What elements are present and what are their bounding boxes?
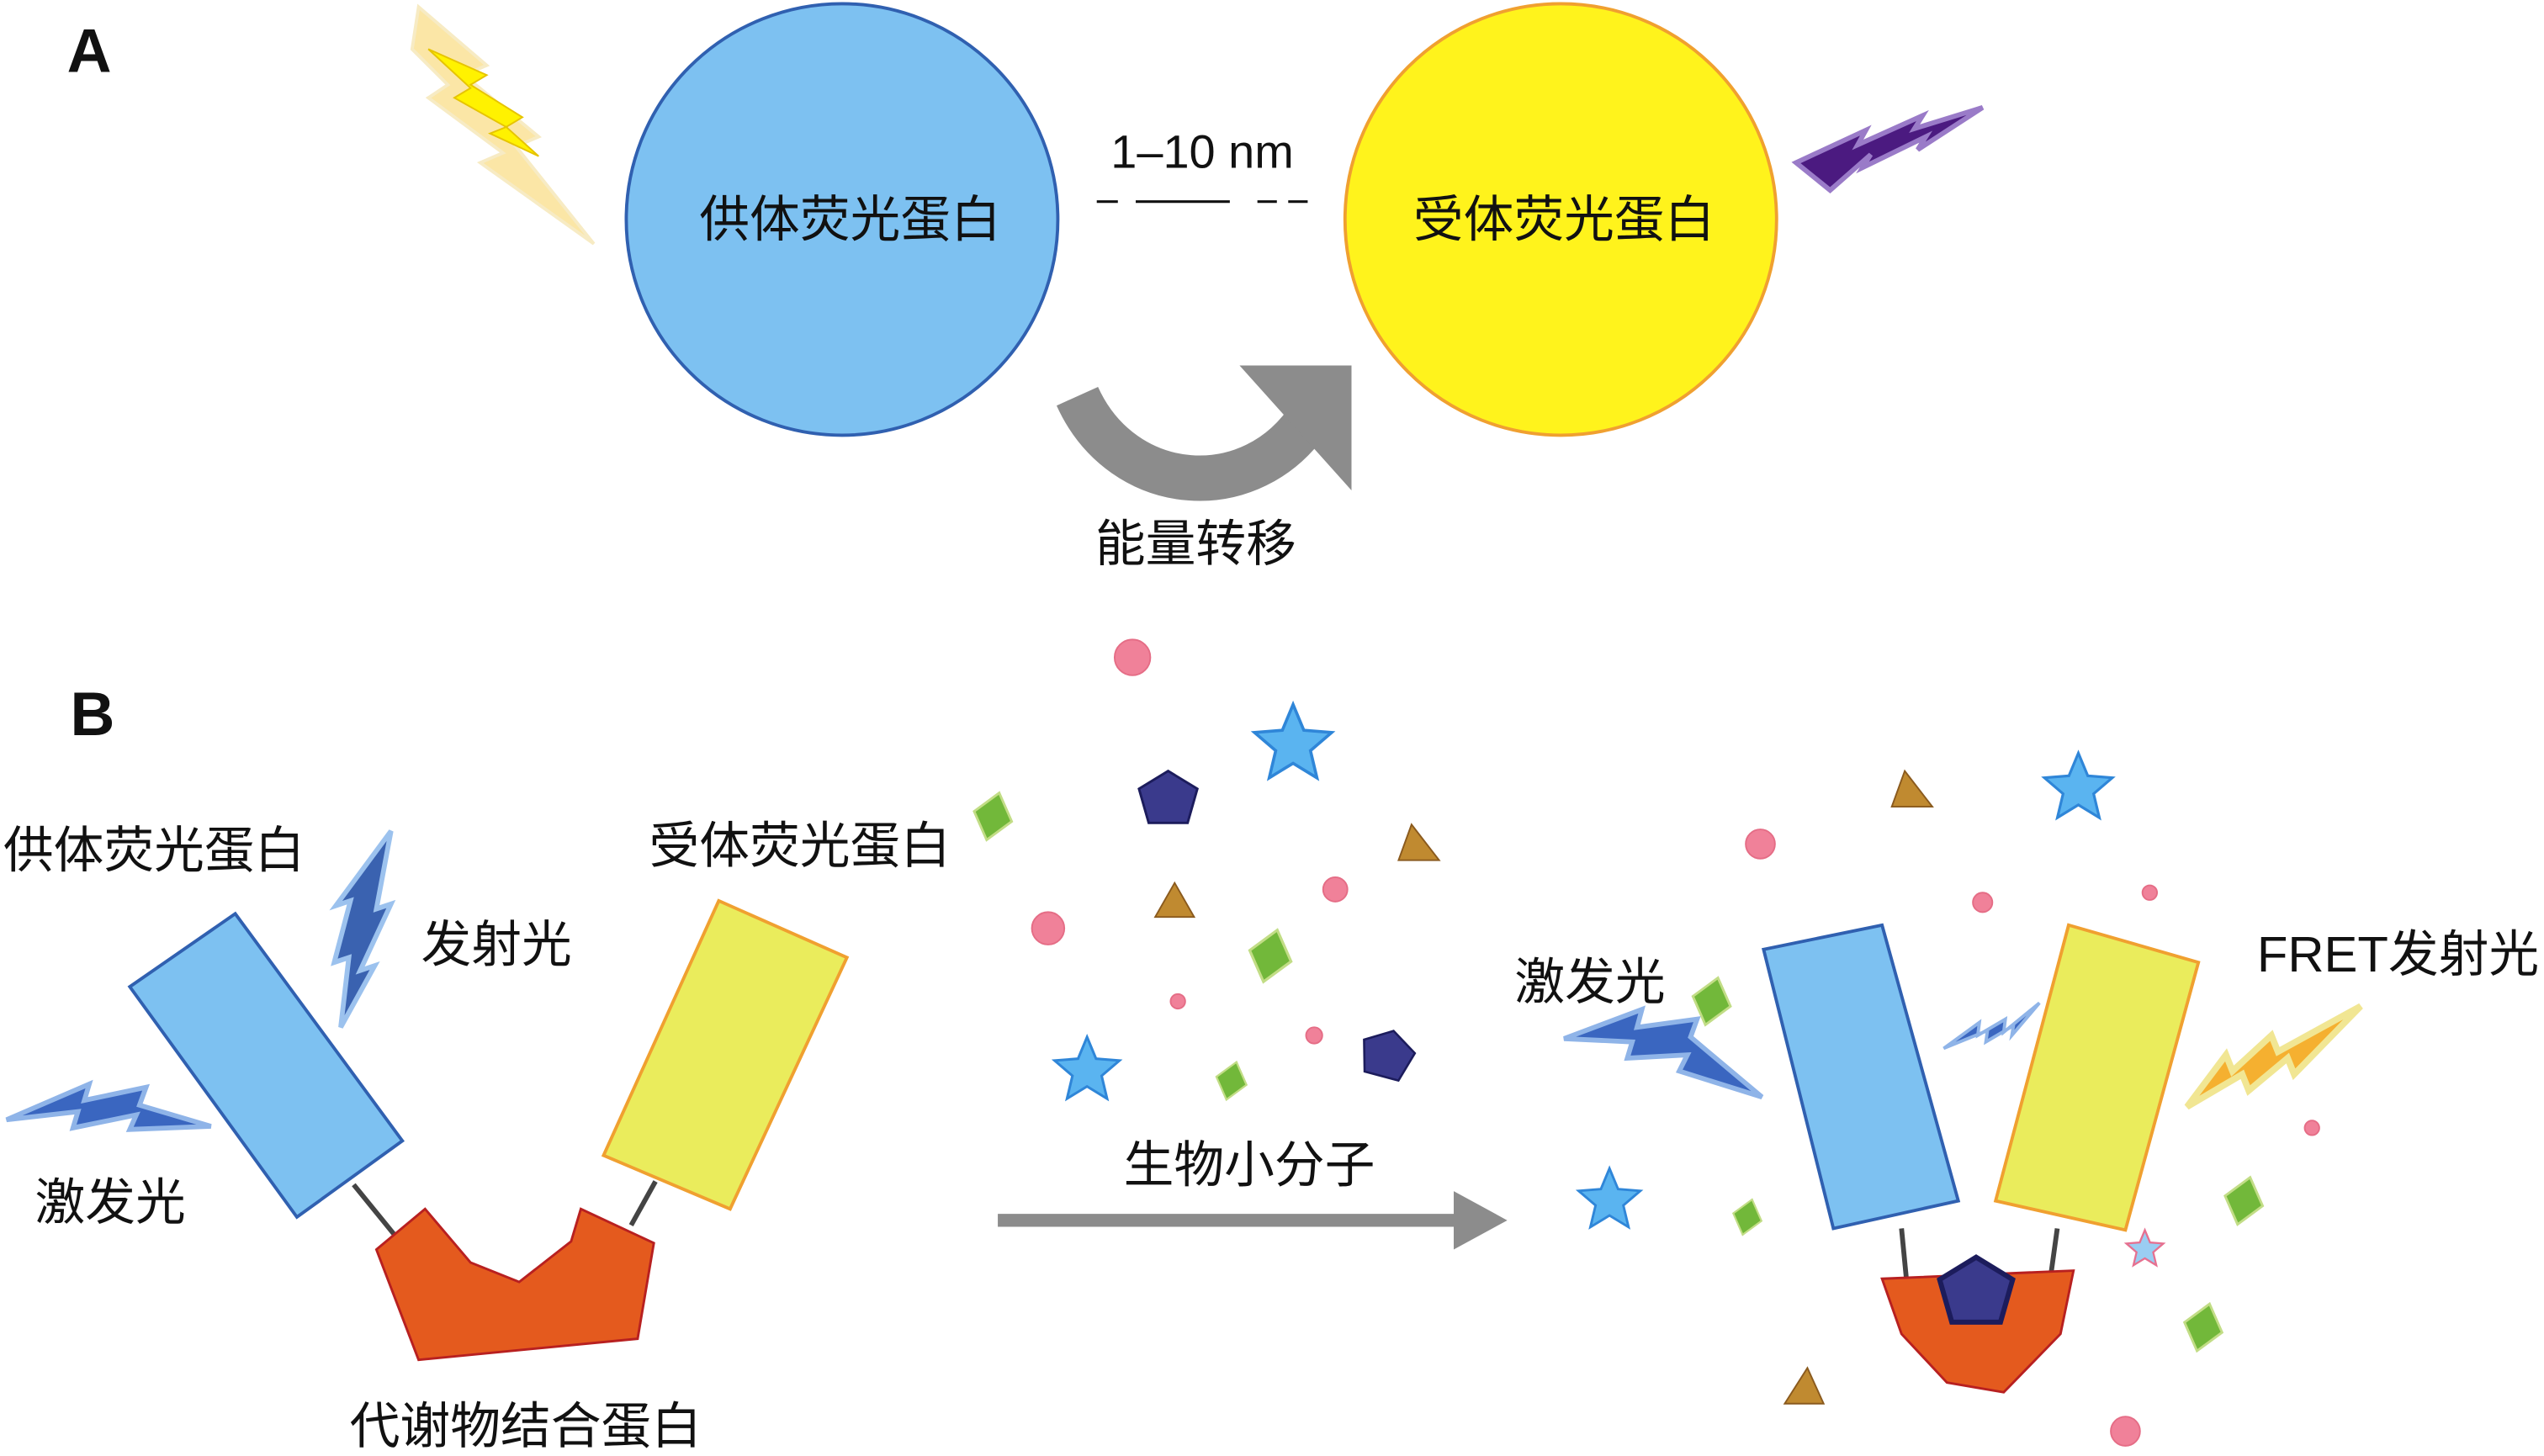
excitation-label-right: 激发光 — [1514, 954, 1665, 1010]
molecule-pink-circle — [2303, 1120, 2320, 1136]
reaction-arrow — [998, 1191, 1508, 1250]
donor-fluorescent-protein — [624, 2, 1060, 437]
excitation-label-left: 激发光 — [34, 1174, 185, 1231]
small-molecules-label: 生物小分子 — [1124, 1137, 1375, 1194]
panel-b-label: B — [70, 680, 114, 749]
acceptor-linker-right — [2048, 1228, 2060, 1276]
molecule-triangle — [1153, 881, 1196, 919]
acceptor-label-b: 受体荧光蛋白 — [649, 818, 951, 874]
molecule-pink-circle — [2141, 884, 2159, 901]
molecule-pink-circle — [1322, 876, 1349, 903]
binding-protein-label: 代谢物结合蛋白 — [350, 1398, 702, 1454]
acceptor-label: 受体荧光蛋白 — [1413, 191, 1715, 247]
excitation-lightning-icon — [410, 3, 596, 246]
bound-metabolite-pentagon — [1937, 1254, 2016, 1325]
molecule-diamond — [973, 791, 1014, 842]
donor-linker-right — [1899, 1228, 1909, 1279]
molecule-pink-circle — [1305, 1026, 1323, 1045]
molecule-diamond — [1215, 1060, 1248, 1102]
emission-label: 发射光 — [421, 916, 571, 972]
excitation-lightning-icon-left — [5, 1079, 212, 1132]
molecule-star — [2041, 749, 2116, 821]
molecule-diamond — [1248, 928, 1293, 984]
fret-emission-label: FRET发射光 — [2257, 926, 2539, 982]
molecule-diamond — [2223, 1175, 2265, 1226]
acceptor-linker — [628, 1180, 658, 1227]
molecule-triangle — [1397, 823, 1441, 861]
emission-lightning-icon — [1791, 105, 1985, 193]
acceptor-protein-block — [601, 898, 850, 1211]
small-molecule-cloud-right — [1575, 749, 2320, 1447]
molecule-pink-circle — [1113, 638, 1152, 676]
donor-linker — [352, 1183, 398, 1238]
emission-lightning-icon-b — [329, 829, 396, 1029]
energy-transfer-arrow — [1056, 365, 1352, 501]
molecule-pink-circle — [1745, 829, 1776, 860]
molecule-triangle — [1890, 769, 1934, 807]
small-molecule-cloud — [973, 638, 1441, 1102]
molecule-diamond — [1731, 1198, 1763, 1236]
molecule-star — [1575, 1165, 1644, 1230]
metabolite-binding-protein-closed — [1880, 1269, 2075, 1394]
donor-protein-block — [127, 911, 405, 1220]
molecule-pink-circle — [2110, 1416, 2141, 1447]
molecule-pink-circle — [1031, 911, 1066, 945]
distance-label: 1–10 nm — [1110, 124, 1294, 177]
molecule-diamond — [2182, 1301, 2224, 1353]
donor-label: 供体荧光蛋白 — [699, 191, 1001, 247]
energy-transfer-label: 能量转移 — [1095, 516, 1296, 572]
molecule-star-small — [2123, 1227, 2166, 1268]
molecule-pentagon — [1137, 769, 1199, 824]
molecule-diamond — [1691, 976, 1732, 1027]
molecule-triangle — [1783, 1366, 1826, 1405]
molecule-star — [1250, 700, 1336, 781]
acceptor-protein-block-right — [1993, 923, 2201, 1232]
molecule-pink-circle — [1972, 892, 1994, 913]
panel-a-label: A — [67, 16, 112, 85]
metabolite-binding-protein-open — [374, 1207, 655, 1362]
molecule-pentagon — [1363, 1030, 1417, 1083]
donor-label-b: 供体荧光蛋白 — [3, 823, 305, 879]
fret-transfer-lightning-icon — [1942, 1001, 2041, 1051]
excitation-lightning-icon-right — [1563, 1005, 1764, 1100]
molecule-star — [1051, 1033, 1123, 1102]
molecule-pink-circle — [1169, 993, 1186, 1010]
donor-protein-block-right — [1761, 923, 1961, 1231]
fret-emission-lightning-icon — [2184, 1003, 2363, 1110]
acceptor-fluorescent-protein — [1343, 2, 1778, 437]
